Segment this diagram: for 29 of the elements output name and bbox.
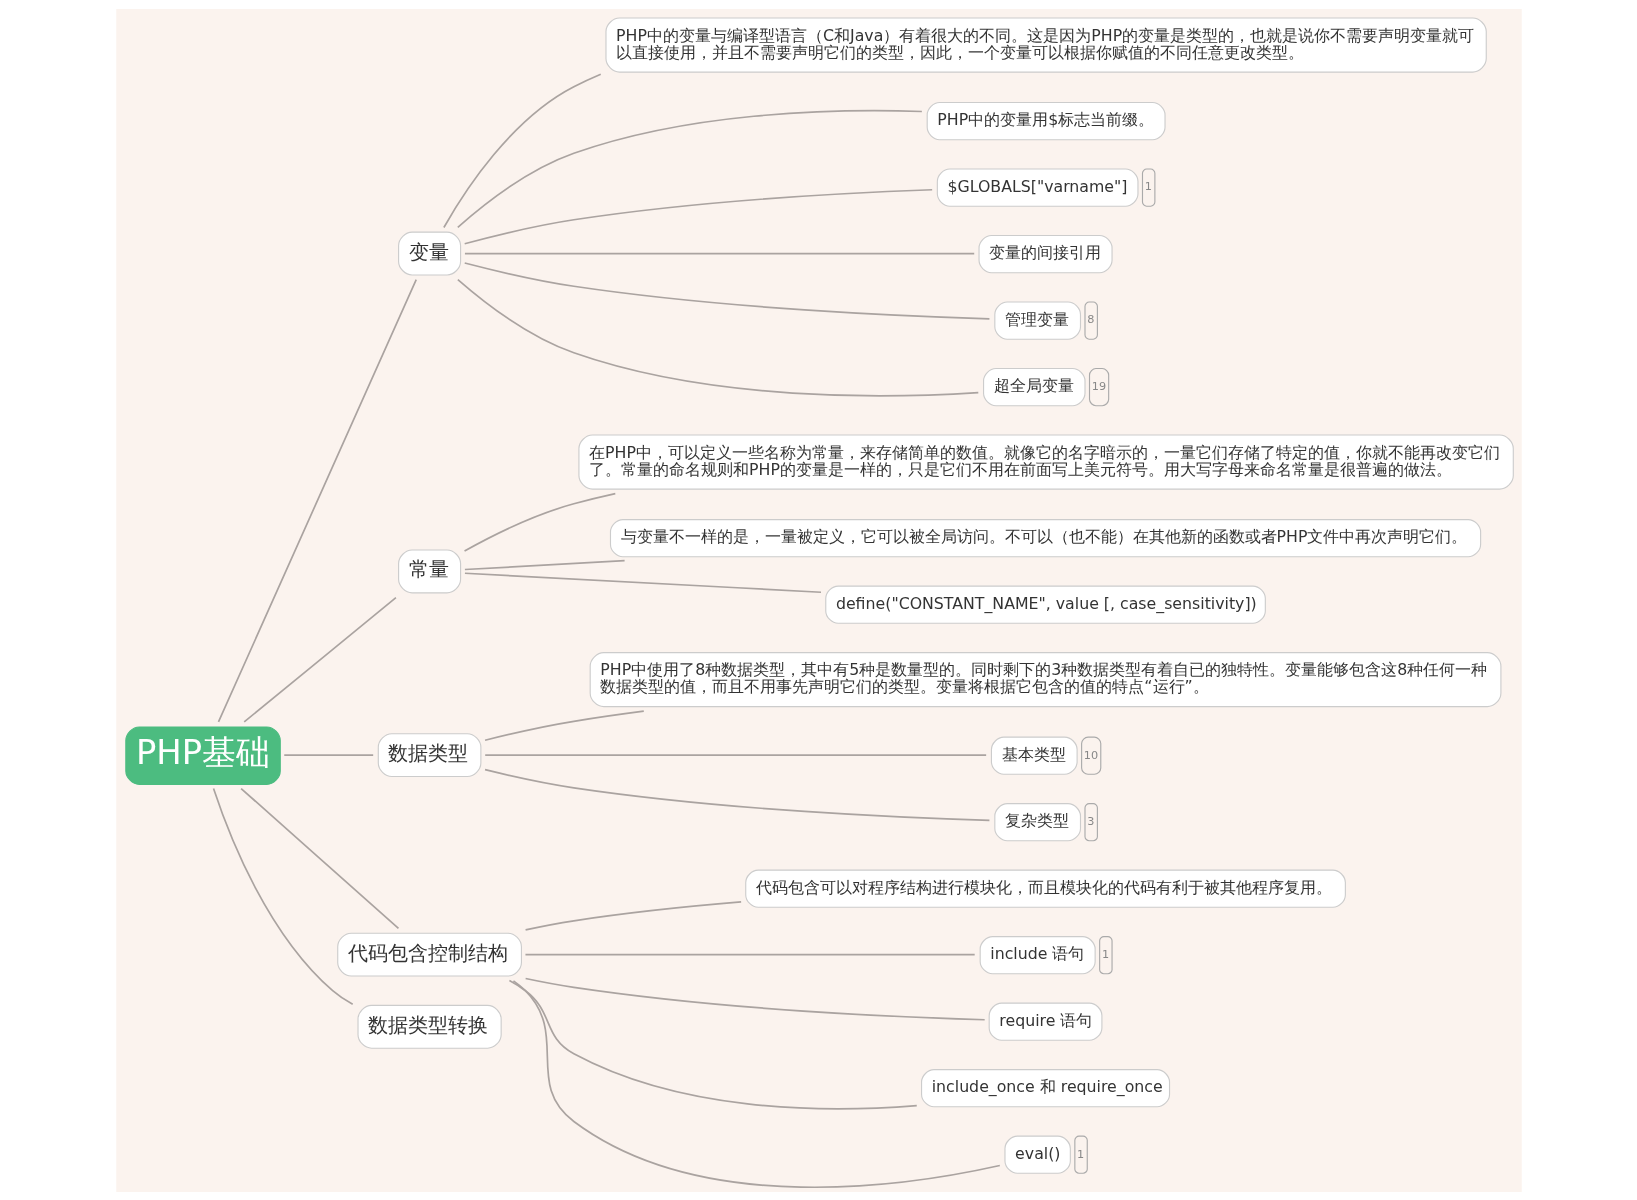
node-label: 8 — [1086, 312, 1094, 326]
connector — [212, 787, 354, 1005]
connector — [463, 559, 625, 570]
connector — [456, 109, 923, 228]
connector — [524, 977, 985, 1021]
connector — [483, 709, 645, 741]
connector — [442, 72, 602, 228]
connector — [483, 768, 990, 821]
connector — [508, 979, 918, 1110]
connector — [463, 571, 822, 593]
connector — [524, 900, 742, 931]
connector — [463, 252, 975, 254]
connector — [483, 753, 987, 756]
node-label: 1 — [1144, 179, 1152, 193]
node-label: 1 — [1101, 947, 1109, 961]
connector — [463, 188, 933, 245]
connector — [217, 278, 417, 723]
connector — [242, 596, 397, 723]
connector — [463, 261, 990, 320]
connector — [239, 787, 399, 929]
node-label: 10 — [1083, 748, 1098, 762]
connector — [282, 753, 374, 756]
connector — [456, 278, 979, 396]
node-label: 3 — [1086, 814, 1094, 828]
connector — [524, 953, 976, 955]
node-label: 1 — [1076, 1147, 1084, 1161]
connector — [463, 492, 616, 552]
node-label: 19 — [1091, 379, 1106, 393]
connector — [512, 979, 1001, 1188]
